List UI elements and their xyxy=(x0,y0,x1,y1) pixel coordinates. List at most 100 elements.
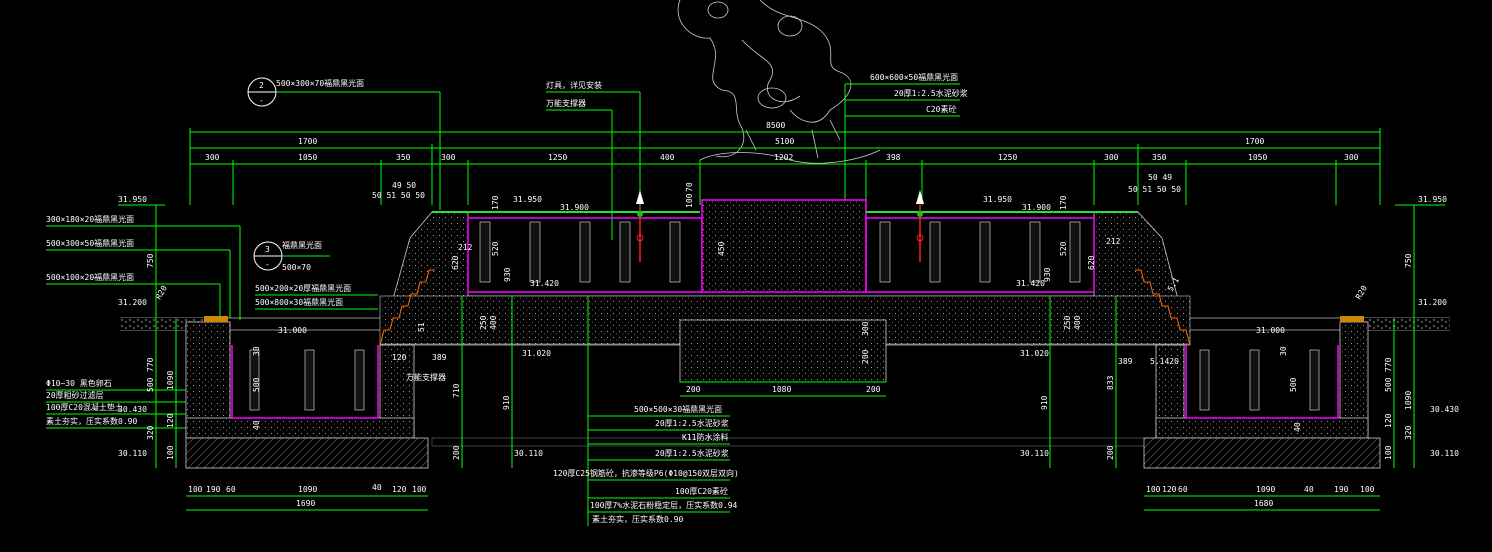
svg-text:500: 500 xyxy=(252,377,261,392)
support-note-2: 万能支撑器 xyxy=(406,372,446,382)
svg-text:1090: 1090 xyxy=(1404,391,1413,410)
dim-mid-c: 200 xyxy=(866,385,881,394)
svg-text:910: 910 xyxy=(502,395,511,410)
svg-text:Φ10~30 黑色卵石: Φ10~30 黑色卵石 xyxy=(46,378,112,388)
svg-text:60: 60 xyxy=(226,485,236,494)
svg-text:100: 100 xyxy=(685,193,694,208)
svg-text:910: 910 xyxy=(1040,395,1049,410)
svg-text:C20素砼: C20素砼 xyxy=(926,104,956,114)
svg-text:500×200×20厚福鼎黑光面: 500×200×20厚福鼎黑光面 xyxy=(255,283,351,293)
svg-text:3: 3 xyxy=(265,245,270,254)
foundation-layers xyxy=(431,381,1145,447)
svg-text:1202: 1202 xyxy=(774,153,793,162)
svg-text:450: 450 xyxy=(717,241,726,256)
svg-text:31.900: 31.900 xyxy=(1022,203,1051,212)
svg-text:31.200: 31.200 xyxy=(118,298,147,307)
mid-material-notes: 500×200×20厚福鼎黑光面 500×800×30福鼎黑光面 xyxy=(255,283,378,310)
svg-text:30.110: 30.110 xyxy=(1020,449,1049,458)
svg-text:400: 400 xyxy=(1073,315,1082,330)
svg-text:万能支撑器: 万能支撑器 xyxy=(546,98,586,108)
svg-text:31.000: 31.000 xyxy=(278,326,307,335)
svg-text:400: 400 xyxy=(489,315,498,330)
svg-text:1250: 1250 xyxy=(998,153,1017,162)
svg-text:520: 520 xyxy=(491,241,500,256)
dim-total: 8500 xyxy=(766,121,785,130)
pedestal-supports-left xyxy=(479,221,681,283)
svg-text:福鼎黑光面: 福鼎黑光面 xyxy=(282,240,322,250)
svg-text:51: 51 xyxy=(417,322,426,332)
callout-2: 2 - 500×300×70福鼎黑光面 xyxy=(247,77,441,210)
vertical-dims-left-mid: 30 500 40 710 200 910 xyxy=(252,296,513,468)
svg-text:500×100×20福鼎黑光面: 500×100×20福鼎黑光面 xyxy=(46,272,134,282)
lamp-icon xyxy=(916,190,924,262)
svg-text:500×70: 500×70 xyxy=(282,263,311,272)
svg-text:20厚1:2.5水泥砂浆: 20厚1:2.5水泥砂浆 xyxy=(655,448,729,458)
svg-text:30.430: 30.430 xyxy=(1430,405,1459,414)
svg-text:-: - xyxy=(259,96,264,105)
svg-text:100: 100 xyxy=(1360,485,1375,494)
left-pool-structure xyxy=(185,316,429,469)
svg-text:30.110: 30.110 xyxy=(1430,449,1459,458)
pedestal-supports-right xyxy=(879,221,1081,283)
svg-text:770: 770 xyxy=(146,357,155,372)
elevation-markers: 31.950 31.950 31.900 31.950 31.900 31.95… xyxy=(118,195,1459,458)
vertical-dims-center: 70 450 100 300 200 xyxy=(685,182,870,364)
svg-text:30: 30 xyxy=(252,346,261,356)
svg-text:100厚C20素砼: 100厚C20素砼 xyxy=(675,486,728,496)
svg-text:100: 100 xyxy=(412,485,427,494)
svg-text:1680: 1680 xyxy=(1254,499,1273,508)
svg-text:400: 400 xyxy=(660,153,675,162)
svg-text:30: 30 xyxy=(1279,346,1288,356)
svg-text:30.110: 30.110 xyxy=(118,449,147,458)
base-material-notes: Φ10~30 黑色卵石 20厚粗砂过滤层 100厚C20混凝土垫土 素土夯实，压… xyxy=(46,378,186,429)
dim-center-span: 5100 xyxy=(775,137,794,146)
svg-text:500: 500 xyxy=(146,377,155,392)
svg-text:1090: 1090 xyxy=(298,485,317,494)
svg-text:1250: 1250 xyxy=(548,153,567,162)
svg-text:31.900: 31.900 xyxy=(560,203,589,212)
svg-text:40: 40 xyxy=(1293,422,1302,432)
callout-3: 3 - 福鼎黑光面 500×70 xyxy=(253,240,330,272)
svg-text:190: 190 xyxy=(1334,485,1349,494)
svg-text:31.950: 31.950 xyxy=(983,195,1012,204)
svg-text:1050: 1050 xyxy=(1248,153,1267,162)
svg-text:120: 120 xyxy=(166,413,175,428)
svg-text:320: 320 xyxy=(146,425,155,440)
svg-text:770: 770 xyxy=(1384,357,1393,372)
small-dim-left-b: 50 51 50 50 xyxy=(372,191,425,200)
center-foundation-notes: 500×500×30福鼎黑光面 20厚1:2.5水泥砂浆 K11防水涂料 20厚… xyxy=(553,296,739,526)
svg-text:300: 300 xyxy=(861,321,870,336)
svg-text:833: 833 xyxy=(1106,375,1115,390)
svg-text:500: 500 xyxy=(1289,377,1298,392)
svg-text:40: 40 xyxy=(1304,485,1314,494)
svg-text:100厚7%水泥石粉稳定层，压实系数0.94: 100厚7%水泥石粉稳定层，压实系数0.94 xyxy=(590,500,738,510)
dim-segments: 300 1050 350 300 1250 400 1202 398 1250 … xyxy=(205,153,1359,162)
svg-text:398: 398 xyxy=(886,153,901,162)
svg-text:31.950: 31.950 xyxy=(513,195,542,204)
svg-text:31.020: 31.020 xyxy=(522,349,551,358)
svg-text:31.000: 31.000 xyxy=(1256,326,1285,335)
right-pool-structure xyxy=(1143,316,1381,469)
small-dim-right-a: 50 49 xyxy=(1148,173,1172,182)
svg-text:100: 100 xyxy=(166,445,175,460)
small-dim-right-b: 50 51 50 50 xyxy=(1128,185,1181,194)
svg-text:750: 750 xyxy=(1404,253,1413,268)
svg-text:30.110: 30.110 xyxy=(514,449,543,458)
svg-text:250: 250 xyxy=(479,315,488,330)
svg-text:素土夯实，压实系数0.90: 素土夯实，压实系数0.90 xyxy=(46,416,137,426)
vertical-dims-right-inner: 212 620 520 930 170 250 400 xyxy=(1043,195,1121,330)
svg-text:素土夯实，压实系数0.90: 素土夯实，压实系数0.90 xyxy=(592,514,683,524)
svg-text:930: 930 xyxy=(1043,267,1052,282)
svg-text:300×180×20福鼎黑光面: 300×180×20福鼎黑光面 xyxy=(46,214,134,224)
vertical-dims-right-outer: 750 770 500 120 320 100 1090 xyxy=(1384,205,1415,468)
svg-text:40: 40 xyxy=(252,420,261,430)
svg-text:389: 389 xyxy=(1118,357,1133,366)
svg-text:300: 300 xyxy=(441,153,456,162)
svg-text:K11防水涂料: K11防水涂料 xyxy=(682,432,728,442)
svg-text:31.420: 31.420 xyxy=(1016,279,1045,288)
svg-text:20厚1:2.5水泥砂浆: 20厚1:2.5水泥砂浆 xyxy=(894,88,968,98)
svg-text:200: 200 xyxy=(861,349,870,364)
svg-text:100: 100 xyxy=(188,485,203,494)
svg-text:300: 300 xyxy=(1104,153,1119,162)
